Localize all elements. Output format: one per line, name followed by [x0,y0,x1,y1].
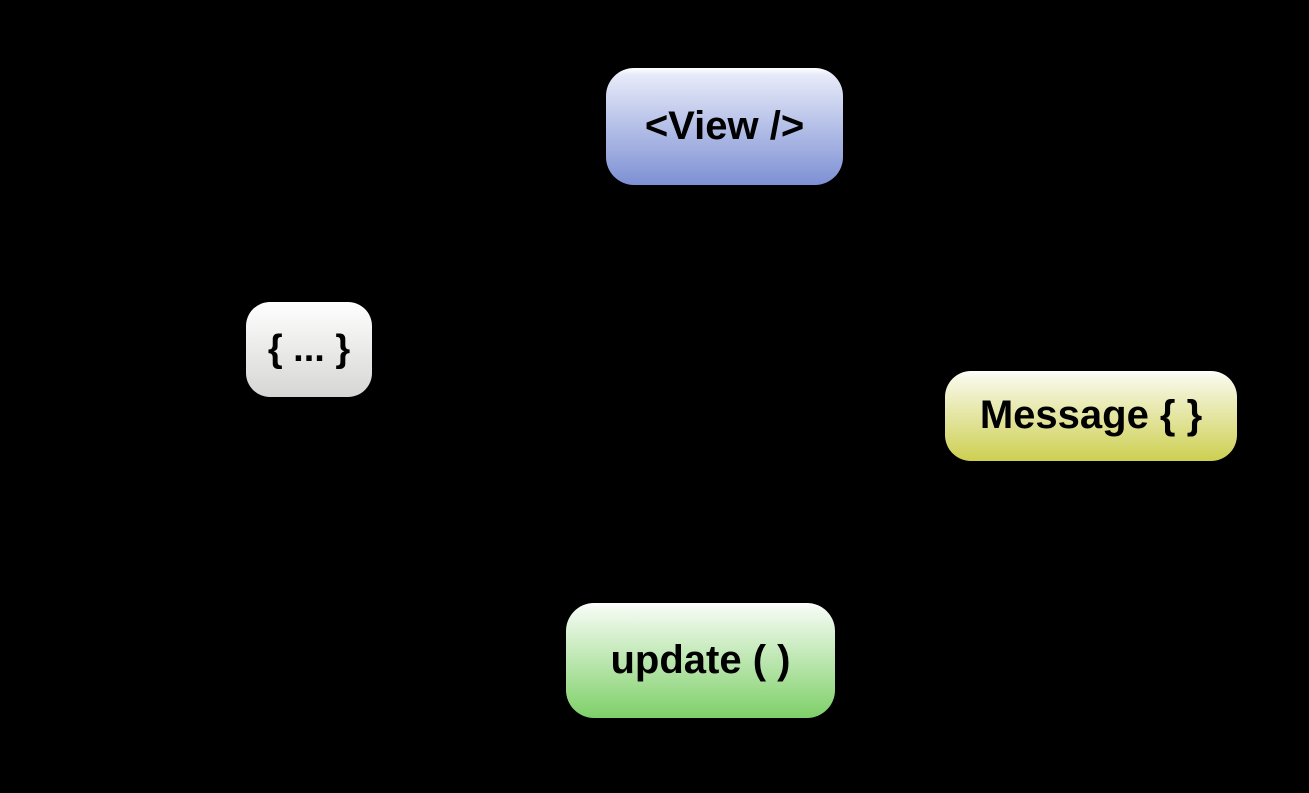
node-view: <View /> [606,68,843,185]
node-view-label: <View /> [644,103,805,148]
node-model-label: { ... } [267,327,351,370]
node-update: update ( ) [566,603,835,718]
node-update-label: update ( ) [610,637,791,682]
node-message-label: Message { } [979,393,1203,437]
node-message: Message { } [945,371,1237,461]
node-model: { ... } [246,302,372,397]
